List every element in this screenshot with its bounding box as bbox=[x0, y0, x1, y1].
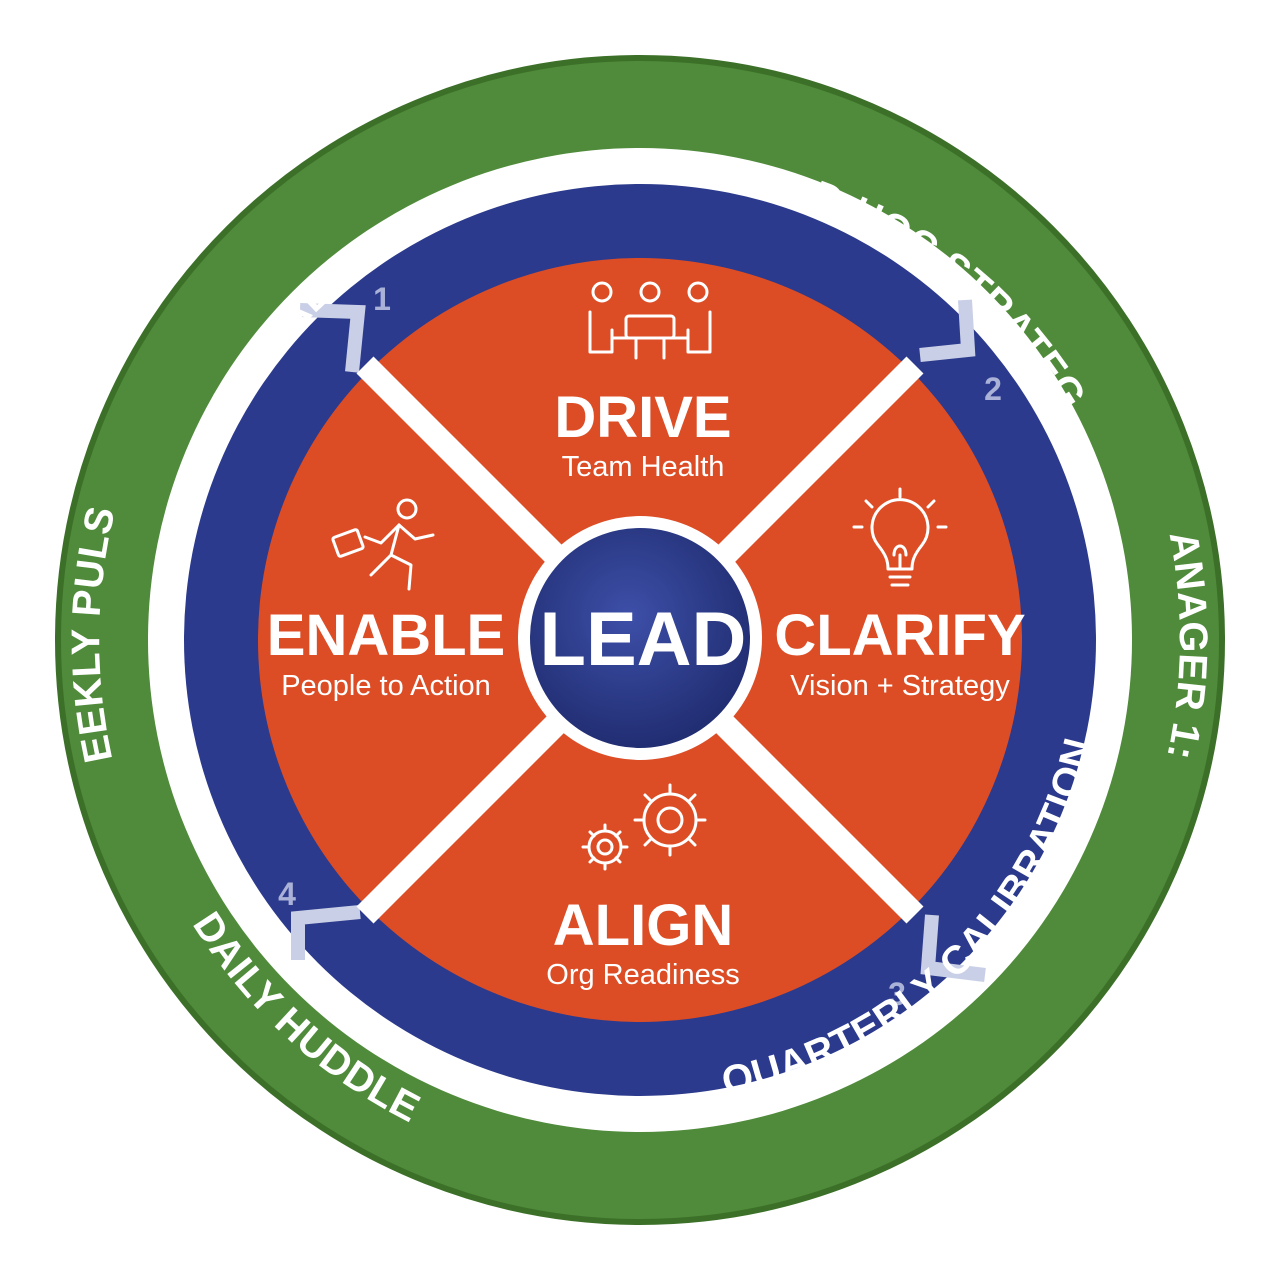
segment-title-enable: ENABLE bbox=[267, 603, 505, 668]
segment-subtitle-enable: People to Action bbox=[281, 670, 491, 702]
step-number-2: 2 bbox=[984, 371, 1002, 407]
segment-title-drive: DRIVE bbox=[554, 385, 731, 450]
segment-subtitle-clarify: Vision + Strategy bbox=[790, 670, 1010, 702]
segment-title-align: ALIGN bbox=[553, 893, 733, 958]
segment-subtitle-drive: Team Health bbox=[562, 451, 725, 483]
segment-subtitle-align: Org Readiness bbox=[546, 959, 739, 991]
meeting-table-icon bbox=[588, 281, 712, 360]
lightbulb-icon bbox=[852, 487, 948, 587]
step-number-4: 4 bbox=[278, 876, 296, 912]
gears-icon bbox=[581, 783, 707, 871]
hub-circle bbox=[530, 528, 750, 748]
step-number-1: 1 bbox=[373, 281, 391, 317]
step-number-3: 3 bbox=[888, 976, 906, 1012]
hub-label: LEAD bbox=[540, 597, 747, 682]
cycle-arrows bbox=[291, 299, 986, 982]
segment-title-clarify: CLARIFY bbox=[774, 603, 1025, 668]
running-person-briefcase-icon bbox=[331, 498, 435, 591]
